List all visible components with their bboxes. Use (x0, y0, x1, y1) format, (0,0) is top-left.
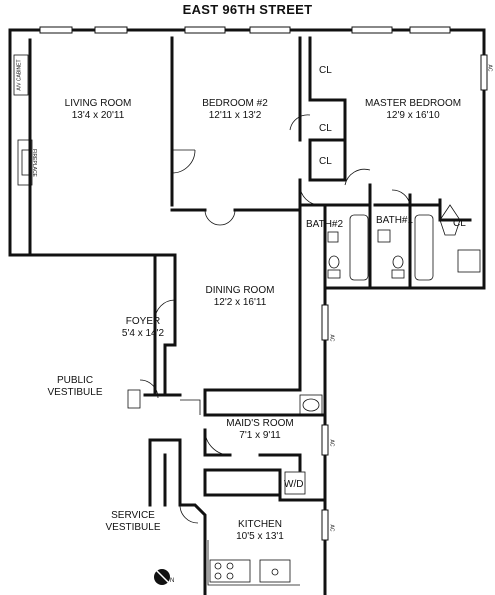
exterior-wall (8, 28, 486, 595)
public-vestibule-line2: VESTIBULE (47, 387, 103, 398)
kitchen-name: KITCHEN (238, 519, 282, 530)
foyer-dims: 5'4 x 14'2 (121, 328, 165, 339)
av-cabinet-label: A/V CABINET (16, 59, 23, 91)
washer-dryer-label: W/D (284, 479, 304, 490)
bath1-label: BATH#1 (376, 215, 414, 226)
public-vestibule-line1: PUBLIC (56, 375, 94, 386)
living-room-name: LIVING ROOM (64, 98, 132, 109)
bath2-label: BATH#2 (306, 219, 344, 230)
bedroom2-label: BEDROOM #2 12'11 x 13'2 (185, 98, 285, 122)
public-vestibule-label: PUBLIC VESTIBULE (42, 375, 108, 399)
living-room-dims: 13'4 x 20'11 (71, 110, 125, 121)
ac-label: AC (328, 439, 335, 447)
dining-room-dims: 12'2 x 16'11 (213, 297, 267, 308)
maids-room-label: MAID'S ROOM 7'1 x 9'11 (220, 418, 300, 442)
master-bedroom-name: MASTER BEDROOM (364, 98, 462, 109)
service-vestibule-label: SERVICE VESTIBULE (100, 510, 166, 534)
bedroom2-dims: 12'11 x 13'2 (208, 110, 262, 121)
maids-room-dims: 7'1 x 9'11 (239, 430, 281, 441)
exterior-wall-left (8, 28, 32, 257)
master-bedroom-dims: 12'9 x 16'10 (386, 110, 440, 121)
north-label: N (170, 578, 175, 584)
foyer-name: FOYER (125, 316, 161, 327)
service-vestibule-line2: VESTIBULE (105, 522, 161, 533)
foyer-label: FOYER 5'4 x 14'2 (113, 316, 173, 340)
ac-label: AC (486, 64, 493, 72)
dining-room-name: DINING ROOM (205, 285, 275, 296)
kitchen-dims: 10'5 x 13'1 (236, 531, 284, 542)
closet-label: CL (453, 218, 466, 229)
closet-label: CL (319, 123, 332, 134)
living-room-label: LIVING ROOM 13'4 x 20'11 (48, 98, 148, 122)
ac-label: AC (328, 334, 335, 342)
closet-label: CL (319, 156, 332, 167)
ac-label: AC (328, 524, 335, 532)
service-vestibule-line1: SERVICE (111, 510, 155, 521)
fireplace-label: FIREPLACE (30, 149, 37, 177)
master-bedroom-label: MASTER BEDROOM 12'9 x 16'10 (358, 98, 468, 122)
dining-room-label: DINING ROOM 12'2 x 16'11 (190, 285, 290, 309)
street-name: EAST 96TH STREET (182, 2, 313, 17)
maids-room-name: MAID'S ROOM (226, 418, 294, 429)
kitchen-label: KITCHEN 10'5 x 13'1 (220, 519, 300, 543)
north-arrow-icon (154, 569, 171, 585)
closet-label: CL (319, 65, 332, 76)
bedroom2-name: BEDROOM #2 (202, 98, 268, 109)
